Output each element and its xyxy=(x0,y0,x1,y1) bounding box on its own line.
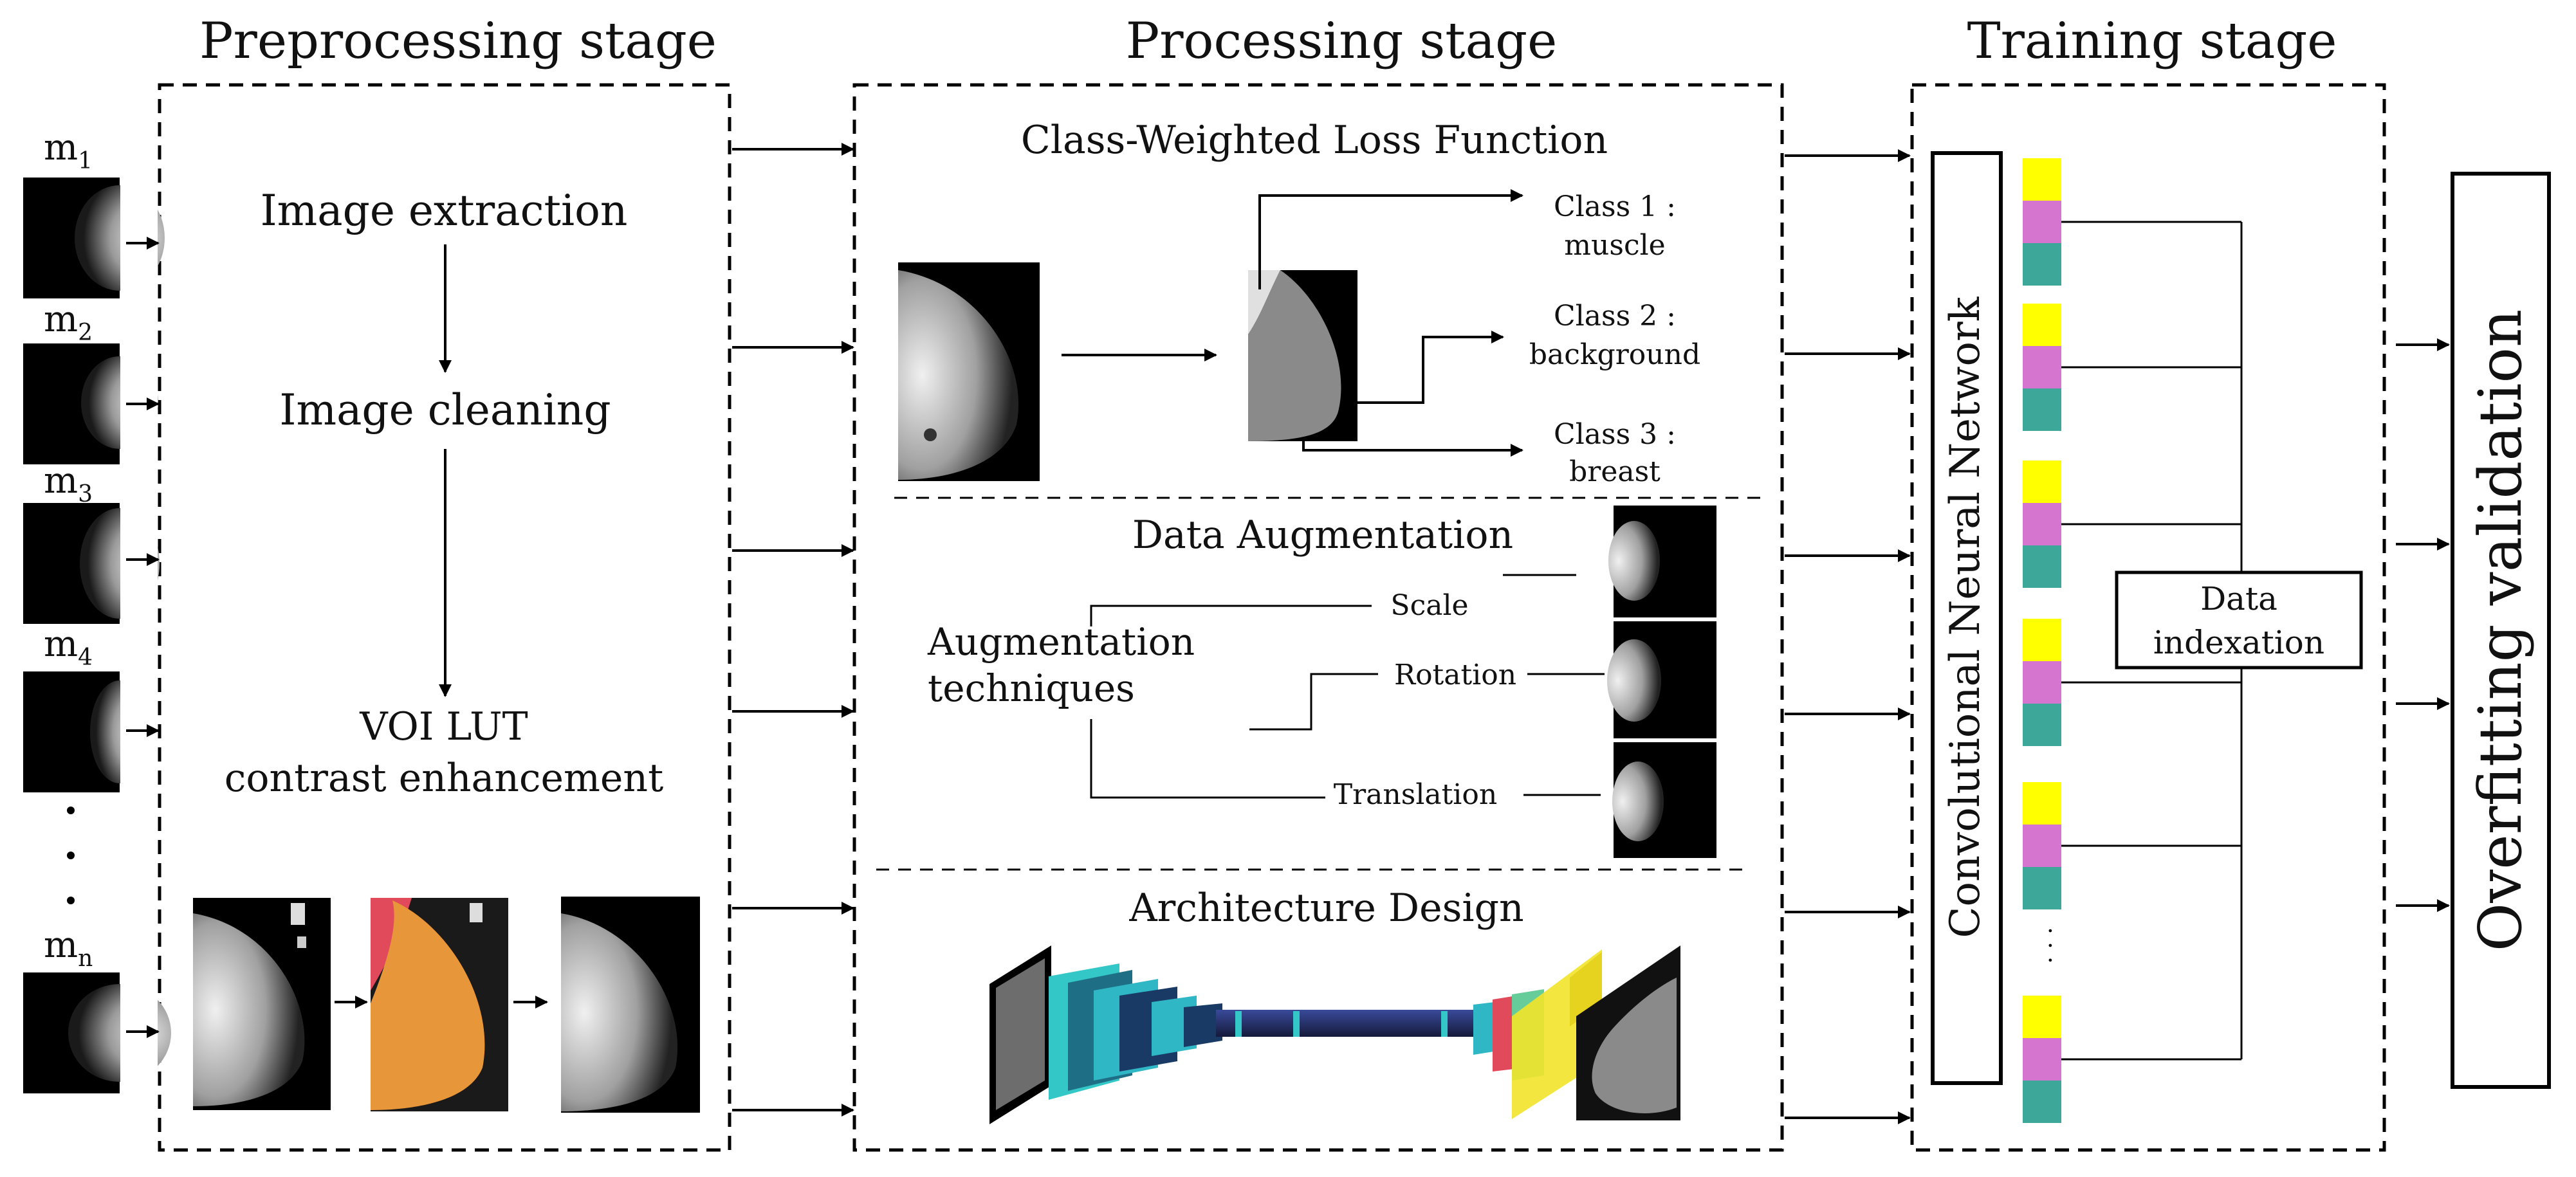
class1-connector xyxy=(1258,189,1523,289)
step-image-cleaning: Image cleaning xyxy=(279,385,611,435)
data-block-magenta xyxy=(2023,201,2061,243)
data-block-teal xyxy=(2023,545,2061,588)
data-block-magenta xyxy=(2023,1038,2061,1081)
step-contrast-enhancement: contrast enhancement xyxy=(225,756,663,801)
rotation-label: Rotation xyxy=(1394,659,1516,691)
ellipsis-dot xyxy=(67,852,75,859)
step-image-extraction: Image extraction xyxy=(261,186,628,235)
data-block-magenta xyxy=(2023,661,2061,704)
data-block-magenta xyxy=(2023,825,2061,867)
augmentation-techniques-line1: Augmentation xyxy=(927,620,1195,664)
augmentation-techniques-line2: techniques xyxy=(928,666,1135,710)
class2-label: Class 2 : xyxy=(1554,300,1676,333)
data-block-teal xyxy=(2023,243,2061,286)
cnn-box xyxy=(1931,151,2003,1085)
data-block-yellow xyxy=(2023,996,2061,1038)
data-block-magenta xyxy=(2023,503,2061,545)
data-block-magenta xyxy=(2023,346,2061,388)
ellipsis-dot xyxy=(67,897,75,904)
architecture-title: Architecture Design xyxy=(1128,886,1523,931)
heading-preprocessing: Preprocessing stage xyxy=(199,12,717,70)
augmentation-title: Data Augmentation xyxy=(1132,513,1513,558)
data-indexation-line2: indexation xyxy=(2153,624,2324,661)
overfitting-validation-box xyxy=(2451,172,2551,1089)
data-block-yellow xyxy=(2023,461,2061,503)
heading-processing: Processing stage xyxy=(1126,12,1558,70)
class3-connector xyxy=(1302,441,1523,457)
network-architecture-illustration xyxy=(989,945,1680,1124)
class3-label: Class 3 : xyxy=(1554,418,1676,451)
class1-name: muscle xyxy=(1564,229,1665,262)
data-block-teal xyxy=(2023,1081,2061,1123)
data-block-yellow xyxy=(2023,619,2061,661)
mammogram-label-m4: m4 xyxy=(44,623,93,671)
mammogram-label-m1: m1 xyxy=(44,127,93,174)
data-block-teal xyxy=(2023,867,2061,909)
mammogram-inputs: m1 m2 m3 m4 mn xyxy=(23,127,171,1100)
class2-name: background xyxy=(1529,338,1700,371)
class2-connector xyxy=(1357,331,1504,404)
overfitting-validation-label: Overfitting validation xyxy=(2466,309,2535,951)
scale-label: Scale xyxy=(1390,589,1468,622)
translation-label: Translation xyxy=(1334,778,1497,811)
rotation-connector xyxy=(1249,673,1378,731)
data-indexation-box xyxy=(2115,570,2363,670)
data-block-yellow xyxy=(2023,782,2061,825)
loss-title: Class-Weighted Loss Function xyxy=(1021,118,1608,163)
data-block-teal xyxy=(2023,704,2061,746)
scale-connector xyxy=(1090,605,1372,626)
translation-connector xyxy=(1090,719,1325,799)
data-block-yellow xyxy=(2023,158,2061,201)
data-block-teal xyxy=(2023,388,2061,431)
cnn-label: Convolutional Neural Network xyxy=(1942,296,1989,938)
preprocessing-stage-box xyxy=(158,83,731,1152)
ellipsis-dot xyxy=(67,807,75,814)
mammogram-label-mn: mn xyxy=(44,924,93,972)
data-block-yellow xyxy=(2023,304,2061,346)
preprocessing-examples xyxy=(193,897,700,1113)
training-stage-box xyxy=(1910,83,2386,1152)
data-indexation-line1: Data xyxy=(2200,580,2277,617)
blocks-ellipsis: · · · xyxy=(2036,927,2063,963)
mammogram-label-m3: m3 xyxy=(44,460,93,507)
mammogram-label-m2: m2 xyxy=(44,298,93,346)
processing-stage-box xyxy=(852,83,1784,1152)
class1-label: Class 1 : xyxy=(1554,190,1676,223)
data-blocks: · · · xyxy=(2023,158,2243,1123)
step-voi-lut: VOI LUT xyxy=(359,704,528,749)
class3-name: breast xyxy=(1569,455,1661,488)
heading-training: Training stage xyxy=(1967,12,2337,70)
